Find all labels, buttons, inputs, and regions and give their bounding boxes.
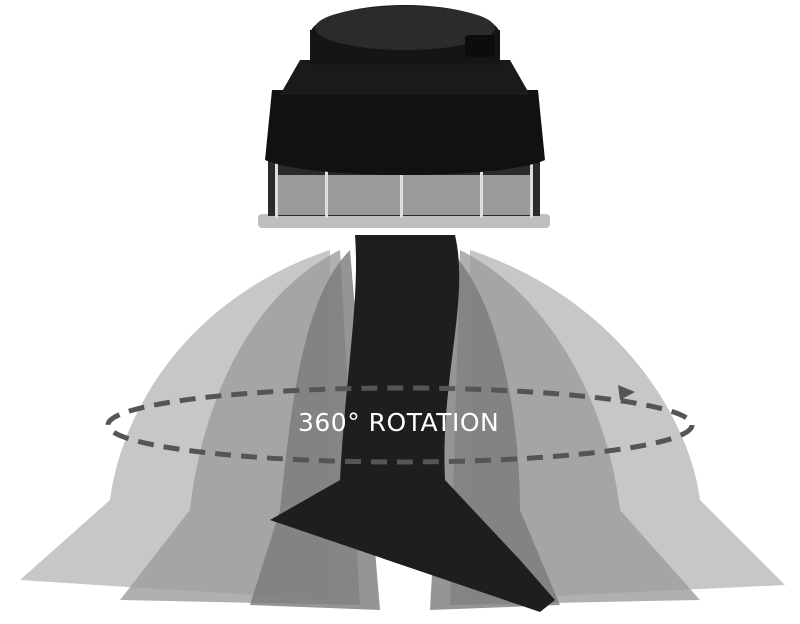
motor-housing bbox=[258, 5, 550, 228]
rotation-caption: 360° ROTATION bbox=[298, 408, 500, 437]
rotation-arrow bbox=[105, 385, 695, 465]
center-blade bbox=[270, 235, 555, 612]
